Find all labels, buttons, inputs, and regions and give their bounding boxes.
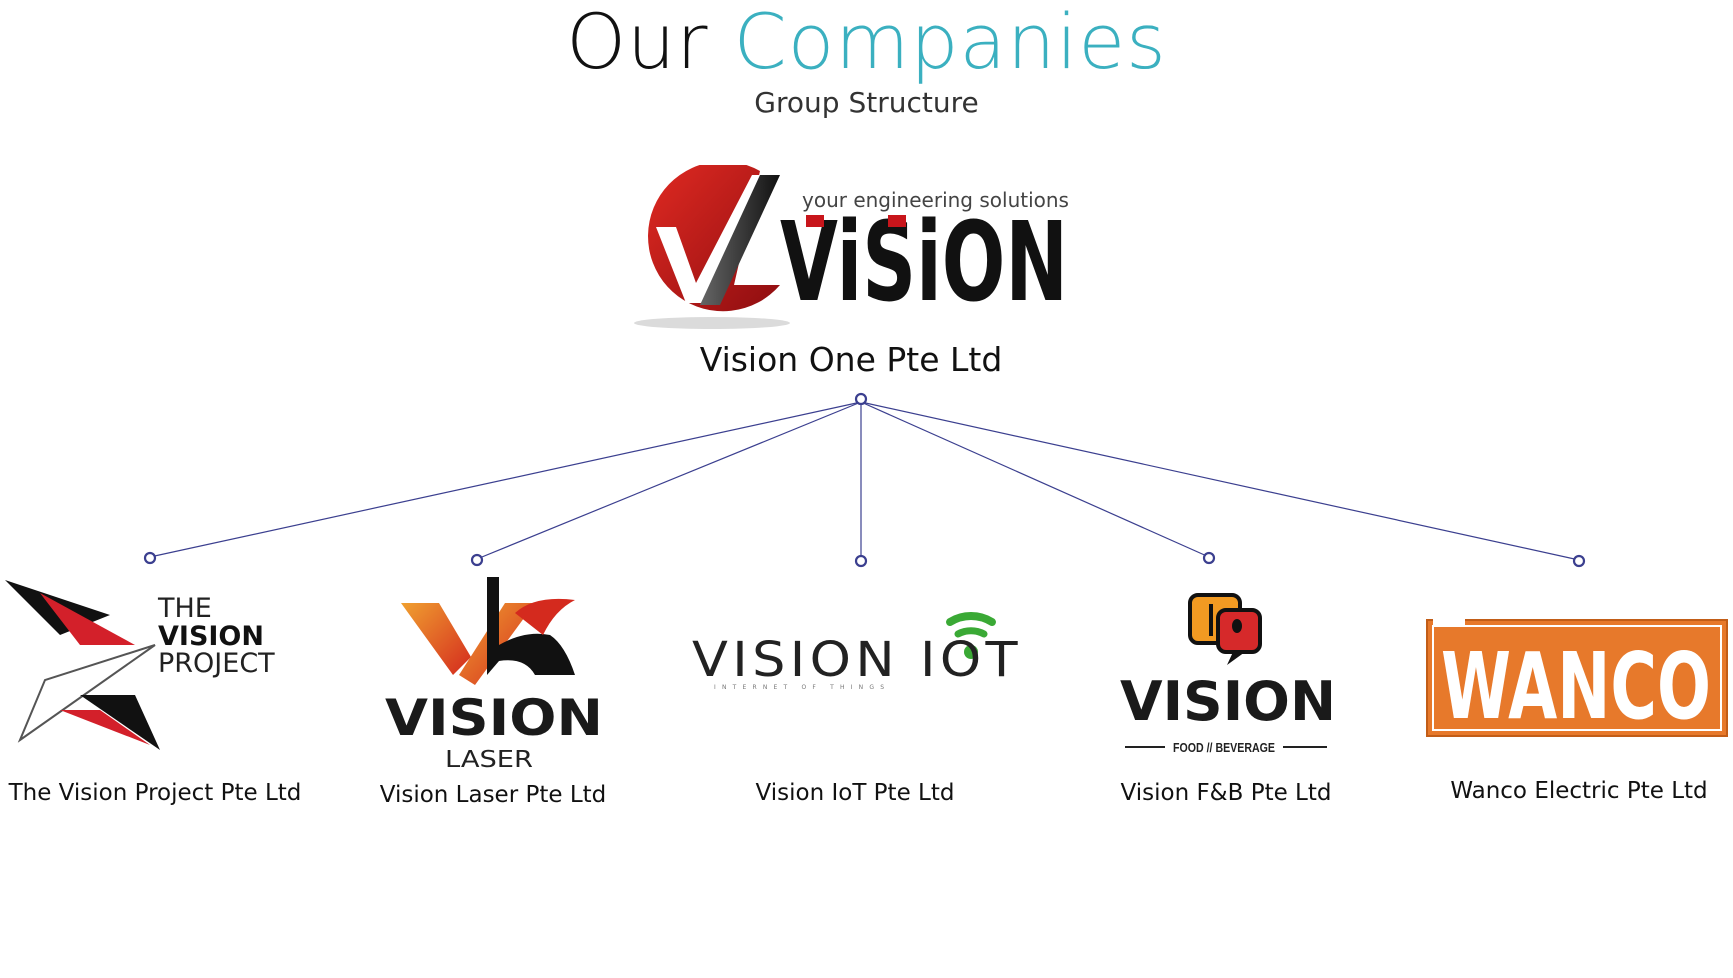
connector-node [1202,551,1216,565]
logo-text-line2: VISION [158,621,264,652]
wifi-arc-inner [954,627,988,638]
title-word-companies: Companies [733,0,1167,86]
wanco-frame [1426,619,1728,737]
subsidiary-name: Wanco Electric Pte Ltd [1450,778,1708,804]
page-subtitle: Group Structure [754,86,979,119]
spoon-icon [1232,619,1242,633]
connector-line [860,401,1580,561]
logo-text-line1: VISION IOT [692,632,1022,688]
vision-laser-logo: VISION LASER [385,577,603,770]
logo-text-line2: LASER [445,747,533,770]
speech-bubble-tail [1227,652,1245,665]
logo-text-line1: VISION [1120,670,1336,733]
logo-dot-red [888,215,906,227]
connector-node [1572,554,1586,568]
connector-node [854,554,868,568]
logo-arrow-outline [17,644,156,743]
the-vision-project-logo: THE VISION PROJECT [5,580,275,750]
subsidiary-name: The Vision Project Pte Ltd [8,780,302,806]
vision-one-logo: your engineering solutions ViSiON [634,165,1069,329]
wifi-arc-outer [946,612,996,626]
logo-text-line1: THE [157,593,212,624]
logo-tagline: your engineering solutions [802,188,1069,212]
logo-arrow-black-low [80,695,160,750]
logo-text-line1: VISION [385,689,603,747]
connector-node [143,551,157,565]
subsidiary-name: Vision Laser Pte Ltd [379,782,607,808]
logo-v-grey [700,175,780,305]
logo-text-line2: FOOD // BEVERAGE [1173,740,1275,755]
connector-node [854,392,868,406]
vision-iot-logo: VISION IOT INTERNET OF THINGS [692,612,1022,691]
wanco-inner-border [1432,625,1722,731]
parent-company-name: Vision One Pte Ltd [699,340,1003,379]
connector-line [860,401,1210,558]
wanco-tab [1433,600,1465,626]
logo-arrow-red [40,593,135,645]
logo-text-line1: WANCO [1441,633,1711,740]
wifi-dot [964,645,978,659]
logo-text-line3: PROJECT [158,648,275,679]
connector-line [149,401,862,558]
subsidiary-name: Vision F&B Pte Ltd [1120,780,1332,806]
vision-fnb-logo: VISION FOOD // BEVERAGE [1120,593,1336,755]
title-word-our: Our [566,0,709,86]
connector-line [476,401,862,560]
page-title: Our Companies [0,0,1733,84]
logo-wordmark: ViSiON [780,198,1068,326]
connector-node [470,553,484,567]
logo-shadow [634,317,790,329]
logo-dot-red [806,215,824,227]
logo-swoosh [515,598,575,635]
logo-k-black [487,577,575,675]
logo-v-left [401,603,471,675]
subsidiary-name: Vision IoT Pte Ltd [755,780,955,806]
logo-arrow-red-low [60,710,150,745]
wanco-logo: WANCO [1426,600,1728,740]
